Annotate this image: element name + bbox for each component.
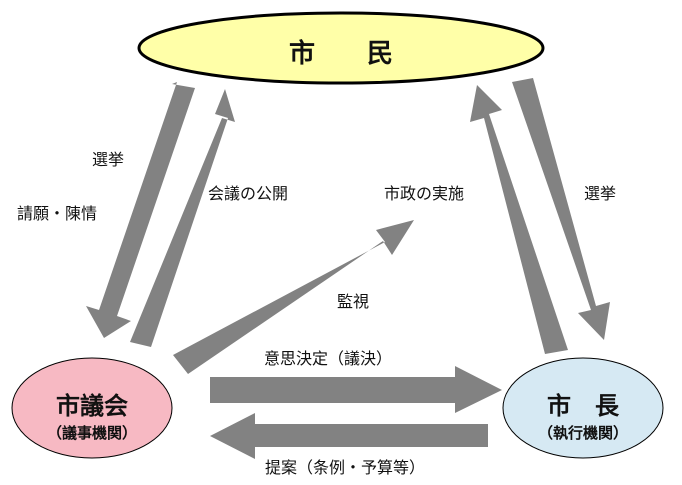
label-public-meetings: 会議の公開 xyxy=(208,184,289,203)
arrow-citizens-to-mayor xyxy=(512,78,610,340)
citizens-label: 市 民 xyxy=(288,39,393,69)
assembly-node xyxy=(11,357,173,459)
mayor-node xyxy=(502,357,664,459)
label-election-assembly: 選挙 xyxy=(92,150,125,169)
label-petition: 請願・陳情 xyxy=(17,204,98,223)
label-oversight: 監視 xyxy=(337,292,370,311)
assembly-sublabel: （議事機関） xyxy=(46,424,137,442)
mayor-sublabel: （執行機関） xyxy=(537,424,628,442)
assembly-label: 市議会 xyxy=(56,392,128,420)
arrow-citizens-to-assembly xyxy=(86,82,195,338)
mayor-label: 市 長 xyxy=(547,392,619,420)
label-administration: 市政の実施 xyxy=(384,184,465,203)
citizens-node xyxy=(137,11,545,85)
arrow-assembly-to-admin xyxy=(173,220,414,374)
label-election-mayor: 選挙 xyxy=(584,184,617,203)
label-decision: 意思決定（議決） xyxy=(264,349,393,368)
arrow-assembly-to-mayor xyxy=(210,366,502,413)
arrow-assembly-to-citizens xyxy=(130,89,235,347)
arrow-mayor-to-assembly xyxy=(210,413,488,459)
label-proposal: 提案（条例・予算等） xyxy=(265,458,426,477)
arrow-mayor-to-citizens xyxy=(470,85,568,354)
